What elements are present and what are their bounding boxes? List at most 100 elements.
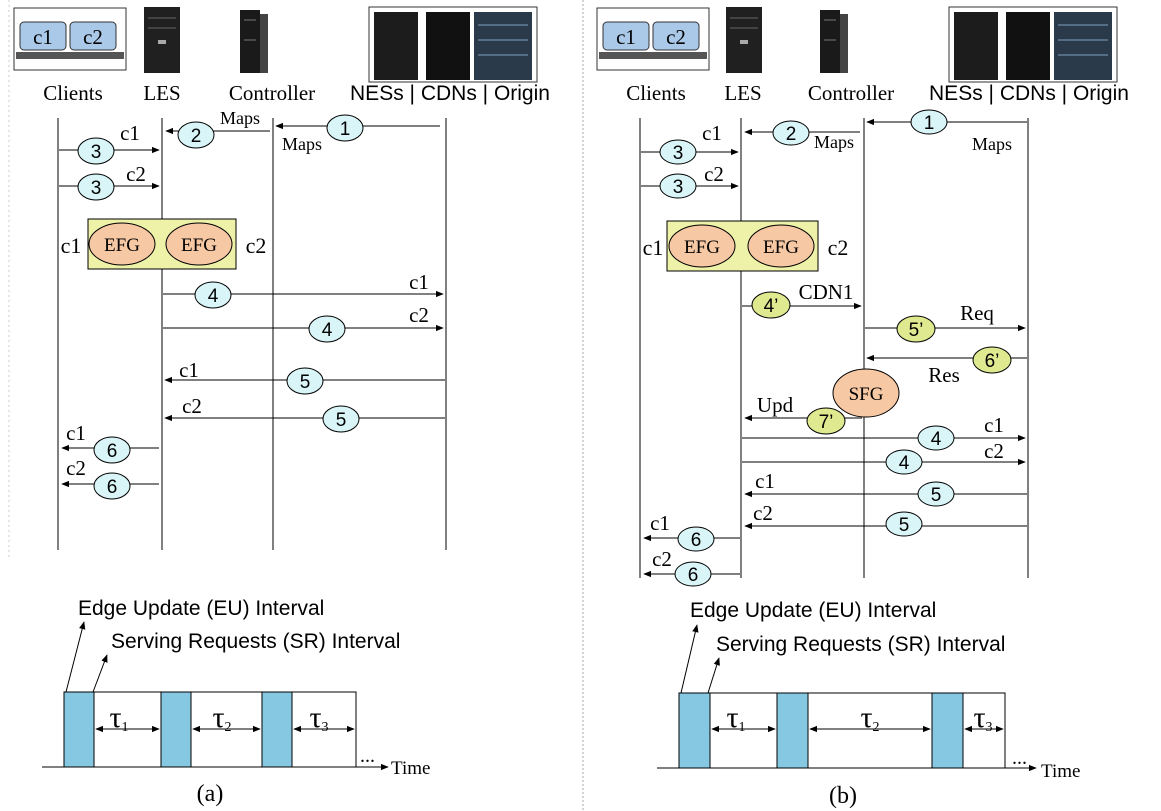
message-label: c2 bbox=[753, 501, 773, 525]
clients-laptop-icon: c1 c2 bbox=[596, 7, 710, 71]
step-bubble bbox=[308, 315, 346, 343]
step-bubble bbox=[77, 137, 115, 165]
client-chip: c1 bbox=[33, 25, 53, 49]
step-bubble bbox=[659, 139, 697, 165]
step-number: 5 bbox=[899, 515, 910, 536]
step-bubble bbox=[772, 120, 810, 146]
client-chip: c2 bbox=[666, 25, 686, 49]
les-server-icon bbox=[726, 7, 762, 73]
panel-a: c1 c2 Clients LES Controller NES bbox=[13, 6, 550, 807]
tau-symbol: τ3 bbox=[309, 701, 328, 735]
client-chip: c1 bbox=[616, 25, 636, 49]
message-label: c1 bbox=[409, 270, 429, 294]
step-bubble bbox=[674, 561, 712, 587]
step-bubble bbox=[885, 511, 923, 537]
step-number: 1 bbox=[340, 119, 351, 140]
tau-symbol: τ1 bbox=[109, 701, 128, 735]
step-number: 2 bbox=[786, 124, 797, 145]
step-bubble bbox=[177, 121, 215, 149]
step-bubble bbox=[286, 367, 324, 395]
message-label: c2 bbox=[182, 394, 202, 418]
sfg-label: SFG bbox=[849, 384, 884, 405]
step-number: 3 bbox=[673, 143, 684, 164]
step-number: 6 bbox=[107, 477, 118, 498]
message-label: c1 bbox=[179, 358, 199, 382]
step-number: 6 bbox=[107, 441, 118, 462]
step-number: 3 bbox=[673, 177, 684, 198]
step-bubble bbox=[93, 436, 131, 464]
actor-clients: Clients bbox=[43, 81, 103, 105]
message-label: c1 bbox=[650, 511, 670, 535]
tau-symbol: τ2 bbox=[212, 701, 231, 735]
step-number: 4 bbox=[322, 320, 333, 341]
step-number: 5’ bbox=[909, 320, 924, 341]
step-bubble bbox=[326, 114, 364, 142]
step-number: 3 bbox=[91, 142, 102, 163]
message-label: c2 bbox=[984, 439, 1004, 463]
message-label: c2 bbox=[409, 303, 429, 327]
client-chip: c2 bbox=[83, 25, 103, 49]
actor-controller: Controller bbox=[808, 81, 894, 105]
tau-symbol: τ3 bbox=[973, 701, 992, 735]
message-label: Maps bbox=[814, 132, 854, 152]
time-label: Time bbox=[1041, 761, 1080, 782]
nes-cdn-origin-icon bbox=[368, 6, 538, 83]
les-server-icon bbox=[144, 7, 180, 73]
efg-group: EFG EFG c1 c2 bbox=[61, 218, 266, 270]
efg-label: EFG bbox=[181, 235, 217, 256]
step-bubble bbox=[322, 405, 360, 433]
step-number: 4 bbox=[931, 429, 942, 450]
step-number: 7’ bbox=[819, 412, 834, 433]
efg-client-left: c1 bbox=[61, 233, 82, 258]
eu-interval-label: Edge Update (EU) Interval bbox=[78, 597, 324, 620]
step-number: 1 bbox=[924, 113, 935, 134]
step-bubble bbox=[194, 281, 232, 309]
step-bubble bbox=[885, 449, 923, 475]
message-label: Upd bbox=[757, 393, 794, 417]
step-number: 5 bbox=[300, 372, 311, 393]
message-label: c1 bbox=[120, 121, 140, 145]
actor-les: LES bbox=[143, 81, 180, 105]
actor-les: LES bbox=[724, 81, 761, 105]
nes-cdn-origin-icon bbox=[948, 6, 1118, 83]
step-bubble bbox=[93, 472, 131, 500]
actor-nes-cdn-origin: NESs | CDNs | Origin bbox=[929, 82, 1129, 105]
message-label: Res bbox=[928, 363, 960, 387]
actor-nes-cdn-origin: NESs | CDNs | Origin bbox=[350, 82, 550, 105]
step-number: 6 bbox=[691, 530, 702, 551]
timeline-b: Edge Update (EU) Interval Serving Reques… bbox=[657, 599, 1080, 782]
efg-group: EFG EFG c1 c2 bbox=[643, 220, 849, 272]
caption-b: (b) bbox=[829, 783, 857, 809]
controller-server-icon bbox=[240, 10, 268, 73]
message-label: c1 bbox=[66, 421, 86, 445]
step-number: 5 bbox=[931, 485, 942, 506]
step-number: 3 bbox=[91, 178, 102, 199]
efg-client-left: c1 bbox=[643, 235, 664, 260]
step-bubble bbox=[917, 481, 955, 507]
time-dots: ... bbox=[360, 745, 375, 767]
step-bubble bbox=[77, 173, 115, 201]
step-bubble bbox=[917, 425, 955, 451]
step-bubble bbox=[806, 407, 846, 435]
message-label: c1 bbox=[702, 121, 722, 145]
efg-label: EFG bbox=[763, 237, 799, 258]
efg-client-right: c2 bbox=[828, 235, 849, 260]
step-number: 6 bbox=[688, 565, 699, 586]
step-bubble bbox=[677, 526, 715, 552]
message-label: c1 bbox=[984, 413, 1004, 437]
tau-symbol: τ2 bbox=[860, 701, 879, 735]
step-number: 4 bbox=[208, 286, 219, 307]
message-label: c2 bbox=[126, 162, 146, 186]
time-label: Time bbox=[391, 758, 430, 779]
sfg-ellipse bbox=[832, 368, 900, 418]
panel-b: c1 c2 Clients LES Controller NESs | C bbox=[596, 6, 1129, 809]
message-label: c2 bbox=[652, 547, 672, 571]
actor-controller: Controller bbox=[229, 81, 315, 105]
step-bubble bbox=[972, 346, 1012, 374]
sr-interval-label: Serving Requests (SR) Interval bbox=[716, 633, 1005, 656]
message-label: c1 bbox=[755, 469, 775, 493]
step-number: 2 bbox=[191, 126, 202, 147]
efg-label: EFG bbox=[684, 237, 720, 258]
step-bubble bbox=[659, 173, 697, 199]
time-dots: ... bbox=[1012, 747, 1027, 769]
